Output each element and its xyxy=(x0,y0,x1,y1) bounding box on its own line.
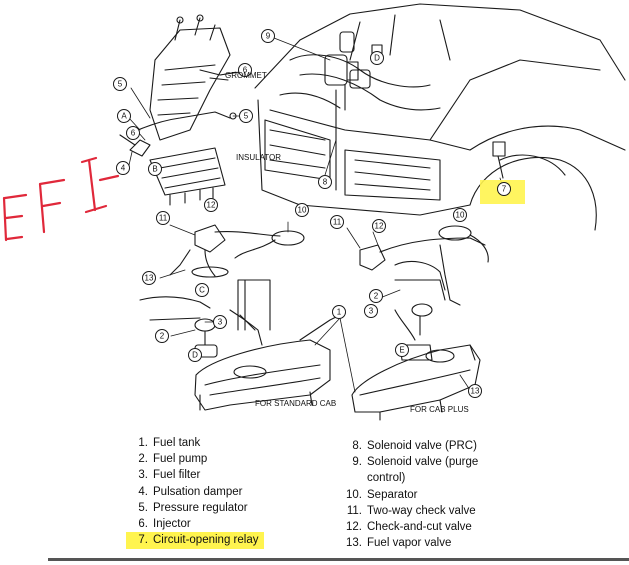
fuel-system-diagram: 9 5 6 5 A 6 B 4 8 7 1 11 12 10 13 C 2 3 … xyxy=(113,3,626,421)
label-standard-cab: FOR STANDARD CAB xyxy=(255,399,336,408)
legend-item: 11. Two-way check valve xyxy=(340,503,478,519)
standard-cab-fuel-system xyxy=(139,224,341,411)
callout-10-plus: 10 xyxy=(456,211,465,220)
callout-12-plus: 12 xyxy=(375,222,384,231)
legend-number: 12. xyxy=(346,521,362,534)
legend-number: 6. xyxy=(138,518,148,531)
callout-9: 9 xyxy=(266,32,271,41)
legend-text: Fuel filter xyxy=(153,469,201,482)
legend-number: 8. xyxy=(352,440,362,452)
legend-item: 4. Pulsation damper xyxy=(126,484,264,500)
callout-b: B xyxy=(152,165,157,174)
legend-number xyxy=(340,470,367,486)
fuel-rail-assembly xyxy=(119,14,241,206)
label-grommet: GROMMET xyxy=(225,71,267,80)
legend-item: 1. Fuel tank xyxy=(126,435,264,451)
vehicle-body-outline xyxy=(254,3,626,231)
cab-plus-fuel-system xyxy=(351,225,489,421)
callout-4: 4 xyxy=(121,164,126,173)
legend-text: Solenoid valve (purge xyxy=(367,456,479,469)
callout-2-std: 2 xyxy=(160,332,165,341)
callout-11-std: 11 xyxy=(159,214,168,223)
legend-text: Circuit-opening relay xyxy=(153,534,259,547)
callout-12-std: 12 xyxy=(207,201,216,210)
callout-leaders xyxy=(128,37,504,393)
legend-number: 1. xyxy=(138,437,148,449)
label-insulator: INSULATOR xyxy=(236,153,281,162)
callout-8: 8 xyxy=(323,178,328,187)
legend-number: 5. xyxy=(138,501,148,514)
legend-item: 2. Fuel pump xyxy=(126,451,264,467)
callout-7: 7 xyxy=(502,185,507,194)
legend-right: 8. Solenoid valve (PRC) 9. Solenoid valve (… xyxy=(340,438,478,551)
legend-item: 8. Solenoid valve (PRC) xyxy=(340,438,478,454)
legend-number: 9. xyxy=(352,456,362,469)
legend-number: 13. xyxy=(346,537,362,550)
callout-13-std: 13 xyxy=(145,274,154,283)
legend-text: control) xyxy=(367,472,406,485)
legend-text: Two-way check valve xyxy=(367,504,476,517)
legend-item: 3. Fuel filter xyxy=(126,467,264,483)
label-cab-plus: FOR CAB PLUS xyxy=(410,405,469,414)
legend-text: Fuel vapor valve xyxy=(367,537,452,550)
handwritten-efi-note xyxy=(2,156,120,242)
legend-number: 11. xyxy=(346,504,362,517)
legend-text: Injector xyxy=(153,518,191,531)
callout-d-std: D xyxy=(192,351,198,360)
legend-item: 12. Check-and-cut valve xyxy=(340,519,478,535)
callout-6: 6 xyxy=(131,129,136,138)
legend-number: 3. xyxy=(138,469,148,482)
legend-text: Fuel pump xyxy=(153,453,208,466)
callout-3-plus: 3 xyxy=(369,307,374,316)
callout-1: 1 xyxy=(337,308,342,317)
legend-item: 6. Injector xyxy=(126,516,264,532)
callout-3-std: 3 xyxy=(218,318,223,327)
callout-d-top: D xyxy=(374,54,380,63)
legend-text: Pressure regulator xyxy=(153,501,248,514)
legend-text: Separator xyxy=(367,488,418,501)
legend-text: Pulsation damper xyxy=(153,485,243,498)
legend-text: Solenoid valve (PRC) xyxy=(367,440,477,452)
callout-c: C xyxy=(199,286,205,295)
legend-text: Check-and-cut valve xyxy=(367,521,472,534)
callout-5: 5 xyxy=(118,80,123,89)
legend-item: 5. Pressure regulator xyxy=(126,500,264,516)
legend-item: control) xyxy=(340,470,478,486)
legend-number: 2. xyxy=(138,453,148,466)
callout-11-plus: 11 xyxy=(333,218,342,227)
legend-number: 10. xyxy=(346,488,362,501)
callout-a: A xyxy=(121,112,127,121)
callout-2-plus: 2 xyxy=(374,292,379,301)
callout-10-std: 10 xyxy=(298,206,307,215)
callout-e: E xyxy=(399,346,404,355)
legend-item-highlighted: 7. Circuit-opening relay xyxy=(126,532,265,550)
callout-markers: 9 5 6 5 A 6 B 4 8 7 1 11 12 10 13 C 2 3 … xyxy=(113,29,511,398)
legend-item: 10. Separator xyxy=(340,487,478,503)
legend-text: Fuel tank xyxy=(153,437,201,449)
legend-number: 7. xyxy=(138,534,148,547)
legend-item: 13. Fuel vapor valve xyxy=(340,535,478,551)
callout-5-right: 5 xyxy=(244,112,249,121)
callout-13-plus: 13 xyxy=(471,387,480,396)
legend-number: 4. xyxy=(138,485,148,498)
legend-item: 9. Solenoid valve (purge xyxy=(340,454,478,470)
legend-left: 1. Fuel tank 2. Fuel pump 3. Fuel filter 4. Pul… xyxy=(126,435,265,550)
callout-6-upper: 6 xyxy=(243,66,248,75)
bottom-rule xyxy=(48,558,629,561)
